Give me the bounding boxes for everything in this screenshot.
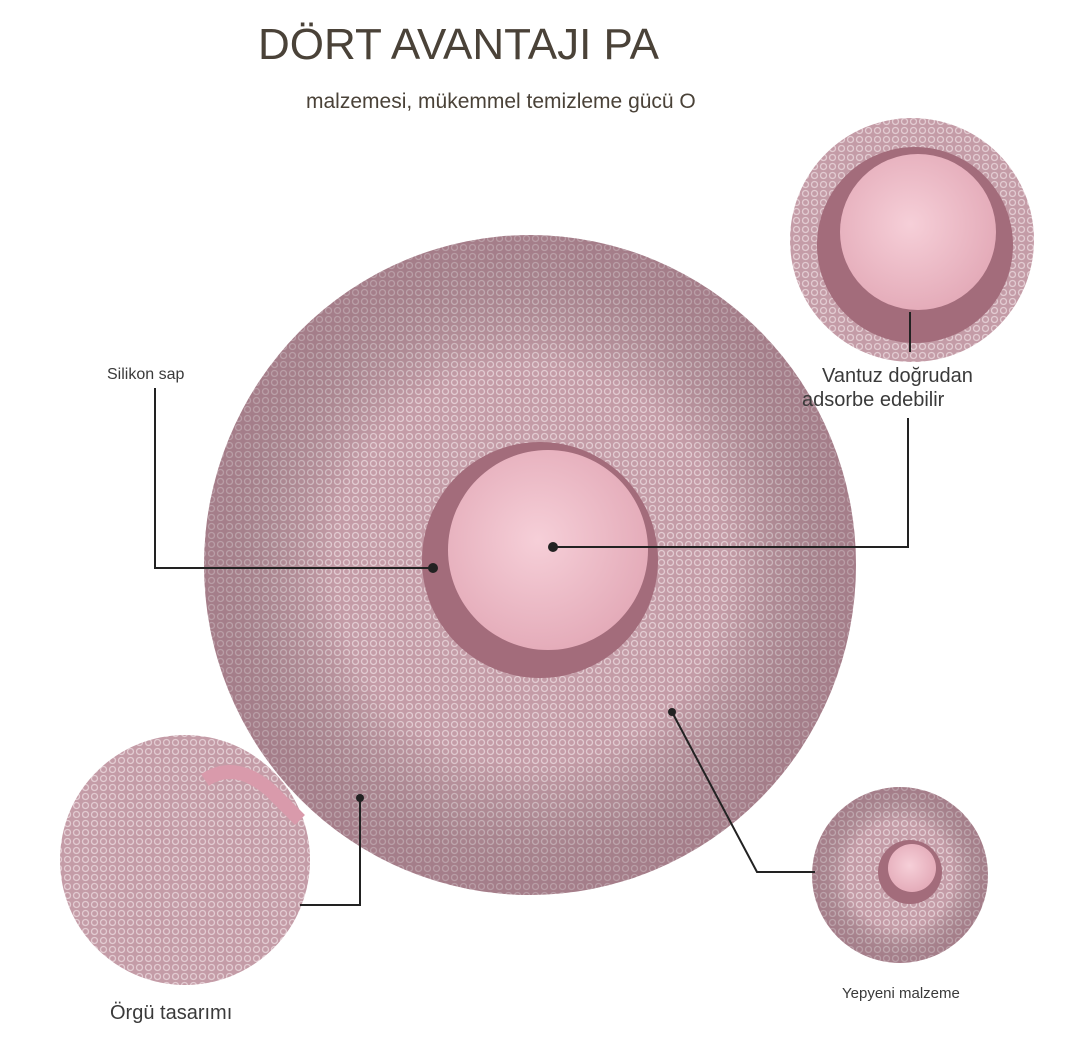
label-suction-line2: adsorbe edebilir <box>802 389 945 411</box>
inset-full-product <box>812 787 988 963</box>
inset-suction-cup <box>790 118 1034 362</box>
label-knit-design: Örgü tasarımı <box>110 1002 233 1024</box>
page-title: DÖRT AVANTAJI PA <box>258 20 659 69</box>
label-suction-cup: Vantuz doğrudan adsorbe edebilir <box>802 364 973 412</box>
label-silicone-handle: Silikon sap <box>107 366 185 383</box>
inset-knit <box>60 735 310 985</box>
sponge-main <box>204 235 856 895</box>
label-new-material: Yepyeni malzeme <box>842 985 960 1002</box>
subtitle: malzemesi, mükemmel temizleme gücü O <box>306 90 696 113</box>
label-suction-line1: Vantuz doğrudan <box>822 365 973 387</box>
callout-lines <box>154 312 911 906</box>
